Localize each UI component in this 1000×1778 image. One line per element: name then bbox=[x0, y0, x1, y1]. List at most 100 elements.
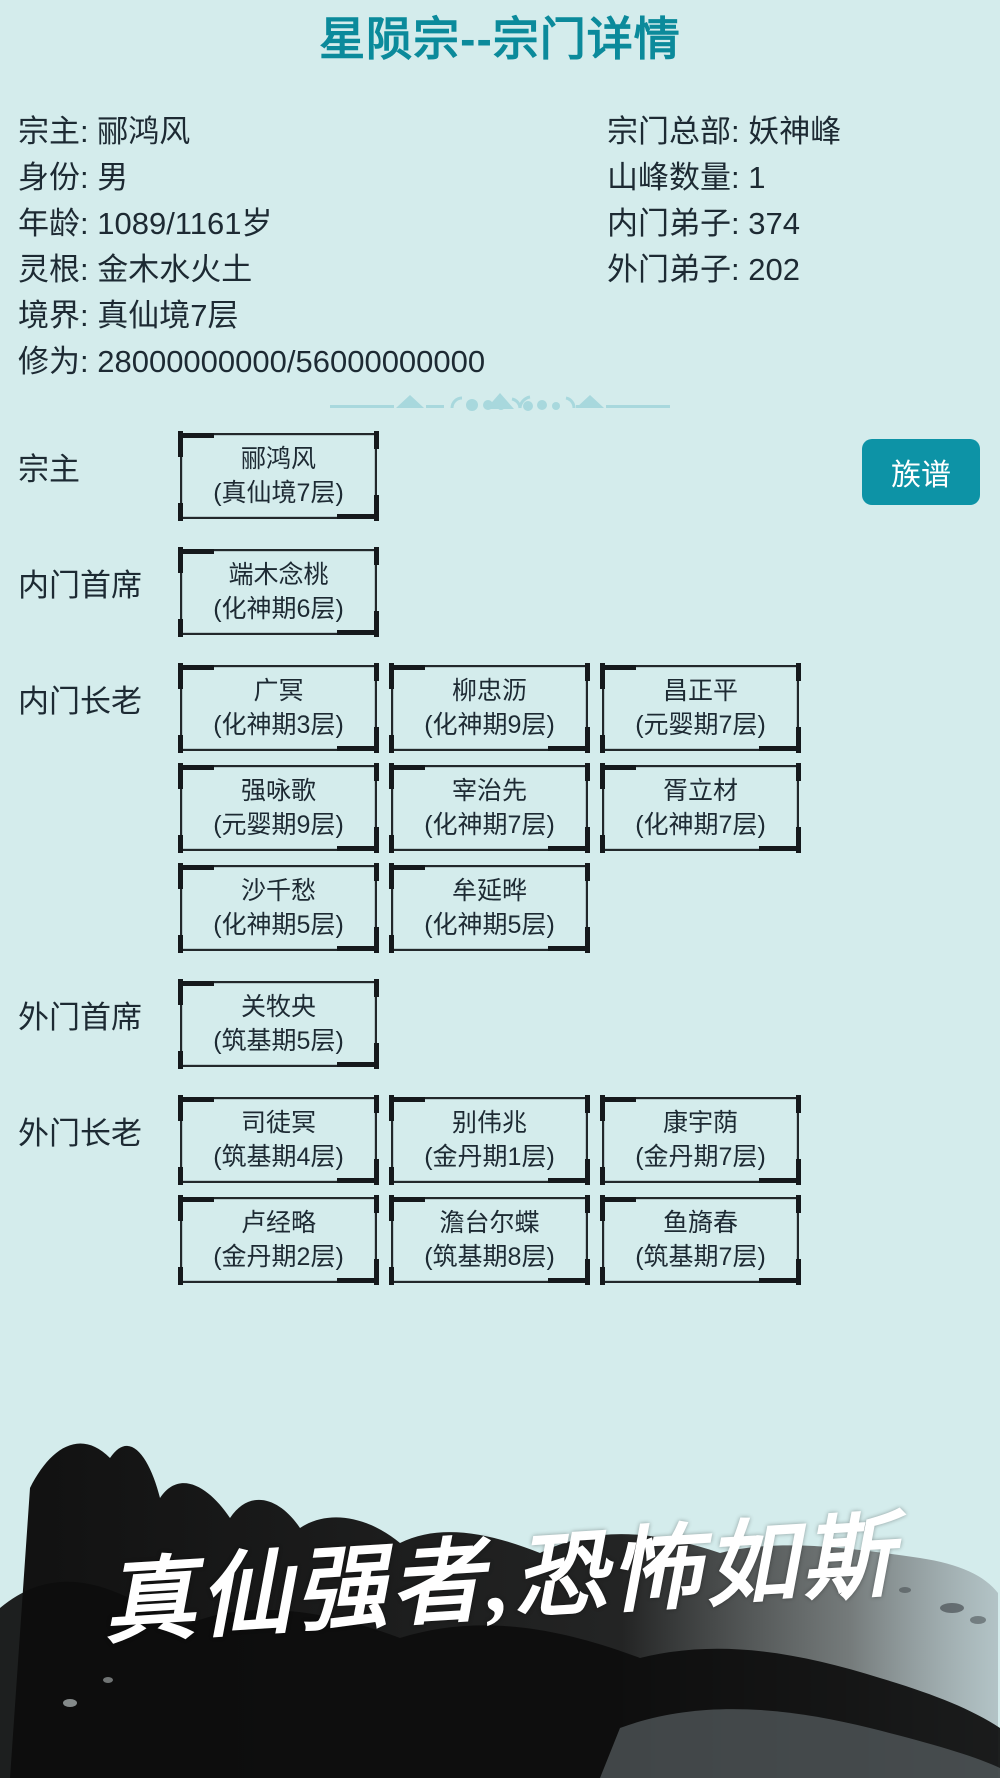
card-corner-top-right bbox=[374, 862, 379, 881]
card-corner-top-right bbox=[374, 978, 379, 997]
card-corner-top-right bbox=[374, 546, 379, 565]
member-card[interactable]: 柳忠沥 (化神期9层) bbox=[389, 662, 590, 753]
member-name: 卢经略 bbox=[240, 1208, 316, 1237]
member-name: 广冥 bbox=[253, 676, 304, 705]
member-card[interactable]: 昌正平 (元婴期7层) bbox=[600, 662, 801, 753]
card-corner-bottom-left bbox=[178, 834, 183, 853]
member-card[interactable]: 郦鸿风 (真仙境7层) bbox=[178, 430, 379, 521]
roster-section-label: 内门长老 bbox=[18, 683, 142, 719]
member-realm: (化神期9层) bbox=[424, 710, 555, 739]
card-corner-top-right bbox=[796, 1194, 801, 1213]
card-corner-bottom-left bbox=[600, 734, 605, 753]
member-realm: (元婴期7层) bbox=[635, 710, 766, 739]
card-corner-bottom-left bbox=[389, 1266, 394, 1285]
member-name: 沙千愁 bbox=[240, 876, 316, 905]
info-line-gender: 身份: 男 bbox=[18, 159, 129, 195]
member-name: 柳忠沥 bbox=[451, 676, 527, 705]
roster-section-label: 内门首席 bbox=[18, 567, 142, 603]
genealogy-button[interactable]: 族谱 bbox=[862, 438, 980, 505]
member-realm: (筑基期5层) bbox=[213, 1026, 344, 1055]
member-realm: (筑基期8层) bbox=[424, 1242, 555, 1271]
card-corner-bottom-left bbox=[178, 734, 183, 753]
card-corner-top-right bbox=[585, 762, 590, 781]
card-corner-top-right bbox=[374, 1094, 379, 1113]
card-corner-bottom-left bbox=[389, 934, 394, 953]
info-line-leader: 宗主: 郦鸿风 bbox=[18, 113, 191, 149]
member-realm: (元婴期9层) bbox=[213, 810, 344, 839]
card-corner-top-right bbox=[585, 1194, 590, 1213]
member-card[interactable]: 康宇荫 (金丹期7层) bbox=[600, 1094, 801, 1185]
member-card[interactable]: 宰治先 (化神期7层) bbox=[389, 762, 590, 853]
member-name: 司徒冥 bbox=[240, 1108, 316, 1137]
card-corner-bottom-left bbox=[178, 934, 183, 953]
member-name: 昌正平 bbox=[662, 676, 738, 705]
member-card[interactable]: 鱼旖春(筑基期7层) bbox=[600, 1194, 801, 1285]
member-realm: (化神期5层) bbox=[424, 910, 555, 939]
sect-roster: 宗主 郦鸿风 (真仙境7层) 族谱内门首席 端木念桃 (化神期6层) 内门长老广冥(化神期3… bbox=[0, 430, 1000, 1397]
card-corner-bottom-left bbox=[389, 1166, 394, 1185]
member-realm: (化神期7层) bbox=[424, 810, 555, 839]
info-line-spiritroot: 灵根: 金木水火土 bbox=[18, 251, 253, 287]
roster-section: 外门首席 关牧央 (筑基期5层) bbox=[0, 978, 1000, 1081]
card-corner-bottom-left bbox=[389, 734, 394, 753]
roster-section: 宗主 郦鸿风 (真仙境7层) 族谱 bbox=[0, 430, 1000, 533]
card-corner-top-right bbox=[374, 430, 379, 449]
card-corner-bottom-left bbox=[389, 834, 394, 853]
member-name: 胥立材 bbox=[662, 776, 738, 805]
card-corner-bottom-left bbox=[600, 834, 605, 853]
info-line-headquarters: 宗门总部: 妖神峰 bbox=[606, 113, 842, 149]
card-corner-bottom-left bbox=[600, 1166, 605, 1185]
member-card-grid: 广冥(化神期3层) 柳忠沥 (化神期9层) 昌正平 (元婴期7层) 强咏歌 (元婴期9层) 宰… bbox=[178, 662, 820, 965]
sect-info-block: 宗主: 郦鸿风 身份: 男 年龄: 1089/1161岁 灵根: 金木水火土 境… bbox=[0, 109, 1000, 385]
member-name: 郦鸿风 bbox=[240, 444, 316, 473]
card-corner-bottom-left bbox=[600, 1266, 605, 1285]
card-corner-bottom-left bbox=[178, 502, 183, 521]
card-corner-top-right bbox=[585, 1094, 590, 1113]
member-card[interactable]: 澹台尔蝶(筑基期8层) bbox=[389, 1194, 590, 1285]
member-card[interactable]: 广冥(化神期3层) bbox=[178, 662, 379, 753]
info-line-outer-disciples: 外门弟子: 202 bbox=[606, 251, 800, 287]
member-card[interactable]: 牟延晔(化神期5层) bbox=[389, 862, 590, 953]
card-corner-top-right bbox=[796, 1094, 801, 1113]
member-realm: (金丹期1层) bbox=[424, 1142, 555, 1171]
member-card[interactable]: 关牧央 (筑基期5层) bbox=[178, 978, 379, 1069]
member-card[interactable]: 沙千愁 (化神期5层) bbox=[178, 862, 379, 953]
member-name: 康宇荫 bbox=[662, 1108, 738, 1137]
member-realm: (筑基期7层) bbox=[635, 1242, 766, 1271]
member-card[interactable]: 胥立材(化神期7层) bbox=[600, 762, 801, 853]
member-card-empty bbox=[180, 1297, 377, 1383]
member-card[interactable]: 强咏歌 (元婴期9层) bbox=[178, 762, 379, 853]
member-realm: (金丹期2层) bbox=[213, 1242, 344, 1271]
card-corner-bottom-left bbox=[178, 618, 183, 637]
info-line-cultivation: 修为: 28000000000/56000000000 bbox=[18, 343, 486, 379]
sect-info-left-column: 宗主: 郦鸿风 身份: 男 年龄: 1089/1161岁 灵根: 金木水火土 境… bbox=[18, 109, 607, 385]
roster-section-label: 外门长老 bbox=[18, 1115, 142, 1151]
card-corner-bottom-left bbox=[178, 1266, 183, 1285]
member-card[interactable]: 司徒冥(筑基期4层) bbox=[178, 1094, 379, 1185]
member-realm: (化神期6层) bbox=[213, 594, 344, 623]
member-card[interactable]: 别伟兆 (金丹期1层) bbox=[389, 1094, 590, 1185]
card-corner-bottom-left bbox=[178, 1166, 183, 1185]
member-card-grid: 端木念桃 (化神期6层) bbox=[178, 546, 820, 649]
roster-section: 内门首席 端木念桃 (化神期6层) bbox=[0, 546, 1000, 649]
page-title: 星陨宗--宗门详情 bbox=[319, 13, 681, 65]
member-realm: (化神期5层) bbox=[213, 910, 344, 939]
member-name: 关牧央 bbox=[240, 992, 316, 1021]
ornament-divider bbox=[0, 391, 1000, 417]
info-line-peak-count: 山峰数量: 1 bbox=[606, 159, 766, 195]
watermark-text: 真仙强者,恐怖如斯 bbox=[100, 1504, 901, 1655]
member-realm: (金丹期7层) bbox=[635, 1142, 766, 1171]
info-line-realm: 境界: 真仙境7层 bbox=[18, 297, 239, 333]
member-name: 宰治先 bbox=[451, 776, 527, 805]
roster-section-label: 宗主 bbox=[18, 451, 80, 487]
member-card-grid: 关牧央 (筑基期5层) bbox=[178, 978, 820, 1081]
info-line-age: 年龄: 1089/1161岁 bbox=[18, 205, 273, 241]
card-corner-top-right bbox=[374, 1194, 379, 1213]
member-name: 端木念桃 bbox=[228, 560, 329, 589]
member-name: 别伟兆 bbox=[451, 1108, 527, 1137]
member-name: 强咏歌 bbox=[240, 776, 316, 805]
member-realm: (真仙境7层) bbox=[213, 478, 344, 507]
roster-section-label: 外门首席 bbox=[18, 999, 142, 1035]
member-card[interactable]: 卢经略 (金丹期2层) bbox=[178, 1194, 379, 1285]
member-card[interactable]: 端木念桃 (化神期6层) bbox=[178, 546, 379, 637]
